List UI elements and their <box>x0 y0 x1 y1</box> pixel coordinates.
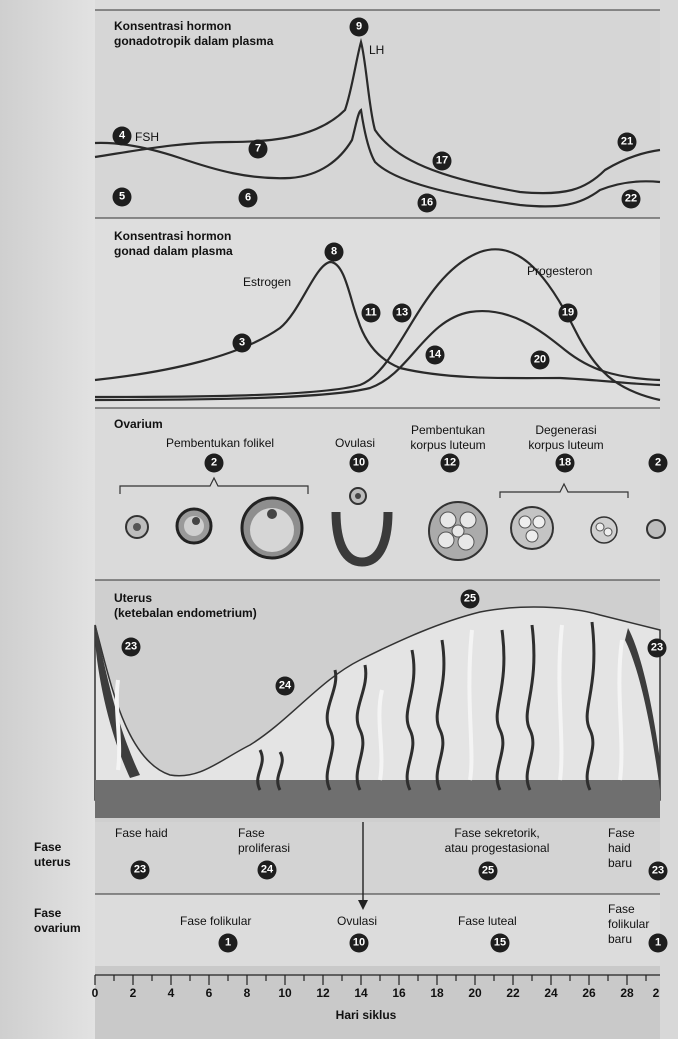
follicle-formation-label: Pembentukan folikel <box>166 436 274 451</box>
follicle-stage-3 <box>242 498 302 558</box>
badge-12: 12 <box>441 454 460 473</box>
corpus-luteum-degeneration-label: Degenerasi korpus luteum <box>528 423 603 453</box>
axis-tick-label: 26 <box>582 986 595 1000</box>
badge-7: 7 <box>249 140 268 159</box>
badge-2: 2 <box>205 454 224 473</box>
new-follicle <box>647 520 665 538</box>
badge-25: 25 <box>461 590 480 609</box>
uterus-title: Uterus (ketebalan endometrium) <box>114 591 257 621</box>
ovulation-phase-label: Ovulasi <box>337 914 377 929</box>
badge-13: 13 <box>393 304 412 323</box>
corpus-luteum <box>429 502 487 560</box>
badge-14: 14 <box>426 346 445 365</box>
badge-6: 6 <box>239 189 258 208</box>
badge-4: 4 <box>113 127 132 146</box>
badge-21: 21 <box>618 133 637 152</box>
uterine-phase-row-label: Fase uterus <box>34 840 71 870</box>
badge-23-phase: 23 <box>131 861 150 880</box>
uterine-phase-bg <box>95 822 660 894</box>
ovarian-phase-row-label: Fase ovarium <box>34 906 81 936</box>
badge-8: 8 <box>325 243 344 262</box>
follicle-stage-1 <box>126 516 148 538</box>
corpus-luteum-degenerating-2 <box>591 517 617 543</box>
badge-10: 10 <box>350 454 369 473</box>
badge-23-new: 23 <box>649 862 668 881</box>
badge-19: 19 <box>559 304 578 323</box>
badge-10-phase: 10 <box>350 934 369 953</box>
follicle-stage-2 <box>177 509 211 543</box>
badge-2-next: 2 <box>649 454 668 473</box>
new-follicular-phase-label: Fase folikular baru <box>608 902 649 947</box>
myometrium-layer <box>95 780 660 818</box>
progesterone-label: Progesteron <box>527 264 592 279</box>
gonadotropic-title: Konsentrasi hormon gonadotropik dalam pl… <box>114 19 273 49</box>
axis-band-bg <box>95 966 660 1039</box>
axis-tick-label: 0 <box>92 986 99 1000</box>
badge-24-phase: 24 <box>258 861 277 880</box>
badge-23-right: 23 <box>648 639 667 658</box>
axis-tick-label: 12 <box>316 986 329 1000</box>
axis-tick-label: 8 <box>244 986 251 1000</box>
badge-23: 23 <box>122 638 141 657</box>
axis-tick-label: 4 <box>168 986 175 1000</box>
badge-22: 22 <box>622 190 641 209</box>
new-menstrual-phase-label: Fase haid baru <box>608 826 635 871</box>
corpus-luteum-formation-label: Pembentukan korpus luteum <box>410 423 485 453</box>
axis-tick-label: 28 <box>620 986 633 1000</box>
axis-tick-label: 2 <box>130 986 137 1000</box>
badge-5: 5 <box>113 188 132 207</box>
badge-15: 15 <box>491 934 510 953</box>
badge-1-new: 1 <box>649 934 668 953</box>
proliferative-phase-label: Fase proliferasi <box>238 826 290 856</box>
follicular-phase-label: Fase folikular <box>180 914 251 929</box>
badge-1: 1 <box>219 934 238 953</box>
axis-tick-label: 6 <box>206 986 213 1000</box>
ovarian-phase-bg <box>95 894 660 966</box>
axis-tick-label: 2 <box>653 986 660 1000</box>
axis-title: Hari siklus <box>336 1008 397 1023</box>
axis-tick-label: 16 <box>392 986 405 1000</box>
badge-9: 9 <box>350 18 369 37</box>
estrogen-label: Estrogen <box>243 275 291 290</box>
axis-tick-label: 20 <box>468 986 481 1000</box>
lh-label: LH <box>369 43 384 58</box>
corpus-luteum-degenerating-1 <box>511 507 553 549</box>
badge-17: 17 <box>433 152 452 171</box>
luteal-phase-label: Fase luteal <box>458 914 517 929</box>
fsh-label: FSH <box>135 130 159 145</box>
secretory-phase-label: Fase sekretorik, atau progestasional <box>445 826 550 856</box>
badge-16: 16 <box>418 194 437 213</box>
axis-tick-label: 18 <box>430 986 443 1000</box>
menstrual-phase-label: Fase haid <box>115 826 168 841</box>
axis-tick-label: 24 <box>544 986 557 1000</box>
axis-tick-label: 10 <box>278 986 291 1000</box>
axis-tick-label: 22 <box>506 986 519 1000</box>
badge-24: 24 <box>276 677 295 696</box>
badge-20: 20 <box>531 351 550 370</box>
badge-11: 11 <box>362 304 381 323</box>
badge-25-phase: 25 <box>479 862 498 881</box>
ovarium-title: Ovarium <box>114 417 163 432</box>
badge-18: 18 <box>556 454 575 473</box>
gonad-title: Konsentrasi hormon gonad dalam plasma <box>114 229 233 259</box>
ovulation-ovarium-label: Ovulasi <box>335 436 375 451</box>
badge-3: 3 <box>233 334 252 353</box>
axis-tick-label: 14 <box>354 986 367 1000</box>
